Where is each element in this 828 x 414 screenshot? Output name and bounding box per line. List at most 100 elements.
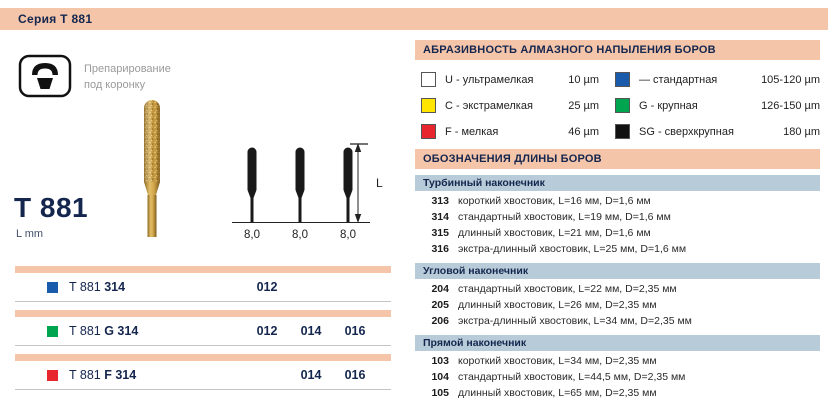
grit-color-swatch bbox=[421, 124, 436, 139]
grit-color-swatch bbox=[47, 369, 58, 381]
variant-name: T 881 G 314 bbox=[69, 324, 245, 338]
diamond-bur-image bbox=[134, 96, 170, 245]
diameter-value: 016 bbox=[344, 324, 366, 338]
grit-size: 180 µm bbox=[783, 125, 820, 138]
length-code: 104 bbox=[431, 371, 449, 383]
grit-color-swatch bbox=[421, 98, 436, 113]
grit-legend-item-g: G - крупная 126-150 µm bbox=[615, 98, 820, 113]
variant-code: F 314 bbox=[104, 368, 137, 382]
length-row: 206 экстра-длинный хвостовик, L=34 мм, D… bbox=[415, 313, 820, 329]
bur-silhouette-1 bbox=[241, 145, 263, 228]
variant-prefix: T 881 bbox=[69, 368, 101, 382]
grit-color-swatch bbox=[615, 124, 630, 139]
lengths-header: ОБОЗНАЧЕНИЯ ДЛИНЫ БОРОВ bbox=[415, 149, 820, 169]
section-name: Турбинный наконечник bbox=[423, 177, 545, 189]
grit-label: F - мелкая bbox=[445, 125, 499, 138]
abrasiveness-header: АБРАЗИВНОСТЬ АЛМАЗНОГО НАПЫЛЕНИЯ БОРОВ bbox=[415, 40, 820, 60]
table-band bbox=[15, 354, 391, 361]
section-turbine: Турбинный наконечник 313 короткий хвосто… bbox=[415, 175, 820, 257]
length-desc: короткий хвостовик, L=16 мм, D=1,6 мм bbox=[458, 195, 651, 207]
grit-legend-item-c: C - экстрамелкая 25 µm bbox=[421, 98, 599, 113]
variant-code: 314 bbox=[104, 280, 126, 294]
variant-table: T 881 314 012 T 881 G 314 012 014 016 T … bbox=[15, 266, 391, 398]
diameter-value: 014 bbox=[300, 324, 322, 338]
grit-size: 25 µm bbox=[568, 99, 599, 112]
grit-legend: U - ультрамелкая 10 µm — стандартная 105… bbox=[421, 72, 820, 139]
grit-size: 126-150 µm bbox=[761, 99, 820, 112]
section-turbine-band: Турбинный наконечник bbox=[415, 175, 820, 191]
series-title: Серия Т 881 bbox=[18, 12, 93, 26]
variant-name: T 881 314 bbox=[69, 280, 245, 294]
application-caption: Препарирование под коронку bbox=[84, 62, 171, 94]
length-desc: длинный хвостовик, L=26 мм, D=2,35 мм bbox=[458, 299, 657, 311]
grit-color-swatch bbox=[615, 98, 630, 113]
length-code: 105 bbox=[431, 387, 449, 399]
grit-color-swatch bbox=[615, 72, 630, 87]
length-desc: длинный хвостовик, L=65 мм, D=2,35 мм bbox=[458, 387, 657, 399]
lengths-title: ОБОЗНАЧЕНИЯ ДЛИНЫ БОРОВ bbox=[423, 153, 602, 165]
diameter-value: 012 bbox=[256, 324, 278, 338]
tip-size-label-1: 8,0 bbox=[244, 229, 260, 241]
length-row: 205 длинный хвостовик, L=26 мм, D=2,35 м… bbox=[415, 297, 820, 313]
section-angle-band: Угловой наконечник bbox=[415, 263, 820, 279]
grit-label: G - крупная bbox=[639, 99, 698, 112]
grit-legend-item-sg: SG - сверхкрупная 180 µm bbox=[615, 124, 820, 139]
length-code: 205 bbox=[431, 299, 449, 311]
diameter-value: 014 bbox=[300, 368, 322, 382]
product-title: T 881 bbox=[14, 192, 89, 223]
grit-size: 105-120 µm bbox=[761, 73, 820, 86]
grit-legend-item-u: U - ультрамелкая 10 µm bbox=[421, 72, 599, 87]
section-straight: Прямой наконечник 103 короткий хвостовик… bbox=[415, 335, 820, 401]
diameter-value: 012 bbox=[256, 280, 278, 294]
length-code: 316 bbox=[431, 243, 449, 255]
baseline-rule bbox=[232, 222, 370, 223]
variant-prefix: T 881 bbox=[69, 324, 101, 338]
length-code: 314 bbox=[431, 211, 449, 223]
tip-size-label-3: 8,0 bbox=[340, 229, 356, 241]
grit-size: 10 µm bbox=[568, 73, 599, 86]
tip-size-label-2: 8,0 bbox=[292, 229, 308, 241]
length-row: 105 длинный хвостовик, L=65 мм, D=2,35 м… bbox=[415, 385, 820, 401]
grit-color-swatch bbox=[47, 325, 58, 337]
grit-legend-item-f: F - мелкая 46 µm bbox=[421, 124, 599, 139]
table-band bbox=[15, 266, 391, 273]
section-name: Прямой наконечник bbox=[423, 337, 527, 349]
variant-name: T 881 F 314 bbox=[69, 368, 245, 382]
length-row: 204 стандартный хвостовик, L=22 мм, D=2,… bbox=[415, 281, 820, 297]
grit-legend-item-standard: — стандартная 105-120 µm bbox=[615, 72, 820, 87]
length-desc: стандартный хвостовик, L=44,5 мм, D=2,35… bbox=[458, 371, 686, 383]
variant-row-standard: T 881 314 012 bbox=[15, 273, 391, 302]
grit-size: 46 µm bbox=[568, 125, 599, 138]
crown-prep-icon bbox=[18, 54, 72, 103]
variant-row-coarse: T 881 G 314 012 014 016 bbox=[15, 317, 391, 346]
variant-code: G 314 bbox=[104, 324, 139, 338]
grit-color-swatch bbox=[47, 281, 58, 293]
diameter-value: 016 bbox=[344, 368, 366, 382]
grit-label: U - ультрамелкая bbox=[445, 73, 534, 86]
length-desc: экстра-длинный хвостовик, L=25 мм, D=1,6… bbox=[458, 243, 687, 255]
bur-silhouette-3 bbox=[337, 145, 359, 228]
series-header-strip: Серия Т 881 bbox=[0, 8, 828, 30]
length-code: 103 bbox=[431, 355, 449, 367]
length-desc: экстра-длинный хвостовик, L=34 мм, D=2,3… bbox=[458, 315, 692, 327]
length-code: 206 bbox=[431, 315, 449, 327]
length-desc: длинный хвостовик, L=21 мм, D=1,6 мм bbox=[458, 227, 651, 239]
variant-prefix: T 881 bbox=[69, 280, 101, 294]
unit-label: L mm bbox=[16, 228, 44, 240]
abrasiveness-title: АБРАЗИВНОСТЬ АЛМАЗНОГО НАПЫЛЕНИЯ БОРОВ bbox=[423, 44, 716, 56]
length-desc: короткий хвостовик, L=34 мм, D=2,35 мм bbox=[458, 355, 657, 367]
length-code: 204 bbox=[431, 283, 449, 295]
table-band bbox=[15, 310, 391, 317]
application-caption-line2: под коронку bbox=[84, 78, 146, 91]
section-name: Угловой наконечник bbox=[423, 265, 529, 277]
length-row: 103 короткий хвостовик, L=34 мм, D=2,35 … bbox=[415, 353, 820, 369]
length-row: 315 длинный хвостовик, L=21 мм, D=1,6 мм bbox=[415, 225, 820, 241]
length-desc: стандартный хвостовик, L=22 мм, D=2,35 м… bbox=[458, 283, 677, 295]
length-row: 313 короткий хвостовик, L=16 мм, D=1,6 м… bbox=[415, 193, 820, 209]
length-dimension-label: L bbox=[376, 176, 383, 190]
section-angle: Угловой наконечник 204 стандартный хвост… bbox=[415, 263, 820, 329]
length-code: 315 bbox=[431, 227, 449, 239]
length-row: 314 стандартный хвостовик, L=19 мм, D=1,… bbox=[415, 209, 820, 225]
length-row: 316 экстра-длинный хвостовик, L=25 мм, D… bbox=[415, 241, 820, 257]
